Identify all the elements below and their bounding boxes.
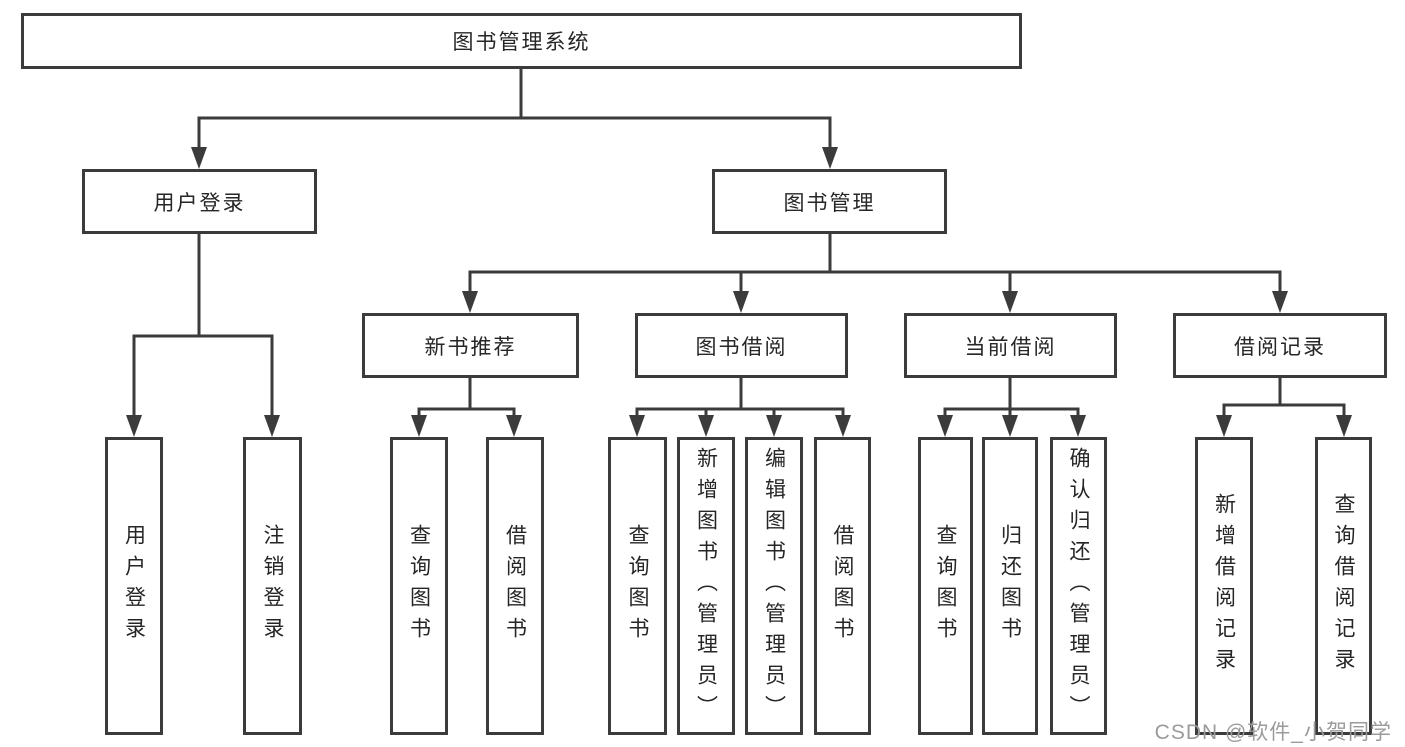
node-leaf-add-borrow-record: 新增借阅记录	[1195, 437, 1253, 735]
node-label: 用户登录	[122, 524, 146, 648]
node-current-borrowing: 当前借阅	[904, 313, 1117, 378]
node-leaf-logout: 注销登录	[243, 437, 302, 735]
node-label: 用户登录	[153, 191, 246, 215]
node-label: 新书推荐	[424, 335, 517, 359]
node-label: 图书管理系统	[452, 31, 591, 54]
node-leaf-query-books-recommend: 查询图书	[390, 437, 448, 735]
node-label: 借阅记录	[1234, 335, 1326, 359]
node-leaf-user-login: 用户登录	[105, 437, 163, 735]
node-book-borrowing: 图书借阅	[635, 313, 848, 378]
node-leaf-query-borrow-record: 查询借阅记录	[1315, 437, 1372, 735]
node-label: 编辑图书（管理员）	[762, 446, 786, 726]
node-new-book-recommend: 新书推荐	[362, 313, 579, 378]
node-label: 确认归还（管理员）	[1067, 446, 1090, 726]
node-label: 查询图书	[407, 524, 431, 648]
node-label: 查询图书	[626, 524, 649, 648]
node-label: 查询借阅记录	[1332, 493, 1355, 679]
node-leaf-edit-books-admin: 编辑图书（管理员）	[745, 437, 803, 735]
node-label: 图书借阅	[695, 335, 788, 359]
node-label: 借阅图书	[503, 524, 527, 648]
node-leaf-confirm-return-admin: 确认归还（管理员）	[1050, 437, 1107, 735]
node-leaf-add-books-admin: 新增图书（管理员）	[677, 437, 735, 735]
node-label: 注销登录	[261, 524, 284, 648]
node-label: 新增图书（管理员）	[694, 446, 718, 726]
node-leaf-return-books: 归还图书	[982, 437, 1038, 735]
node-leaf-borrow-books: 借阅图书	[814, 437, 871, 735]
node-leaf-query-books-borrowing: 查询图书	[608, 437, 667, 735]
node-root-system: 图书管理系统	[21, 13, 1022, 69]
node-leaf-borrow-books-recommend: 借阅图书	[486, 437, 544, 735]
watermark: CSDN @软件_小贺同学	[1154, 721, 1392, 744]
node-label: 图书管理	[783, 191, 876, 215]
node-borrow-records: 借阅记录	[1173, 313, 1387, 378]
node-leaf-query-books-current: 查询图书	[918, 437, 973, 735]
node-label: 借阅图书	[831, 524, 854, 648]
node-label: 查询图书	[934, 524, 957, 648]
node-label: 归还图书	[998, 524, 1022, 648]
node-user-login-branch: 用户登录	[82, 169, 317, 234]
node-book-management: 图书管理	[712, 169, 947, 234]
node-label: 当前借阅	[964, 335, 1057, 359]
node-label: 新增借阅记录	[1212, 493, 1236, 679]
arrowhead-icons	[126, 147, 1352, 437]
